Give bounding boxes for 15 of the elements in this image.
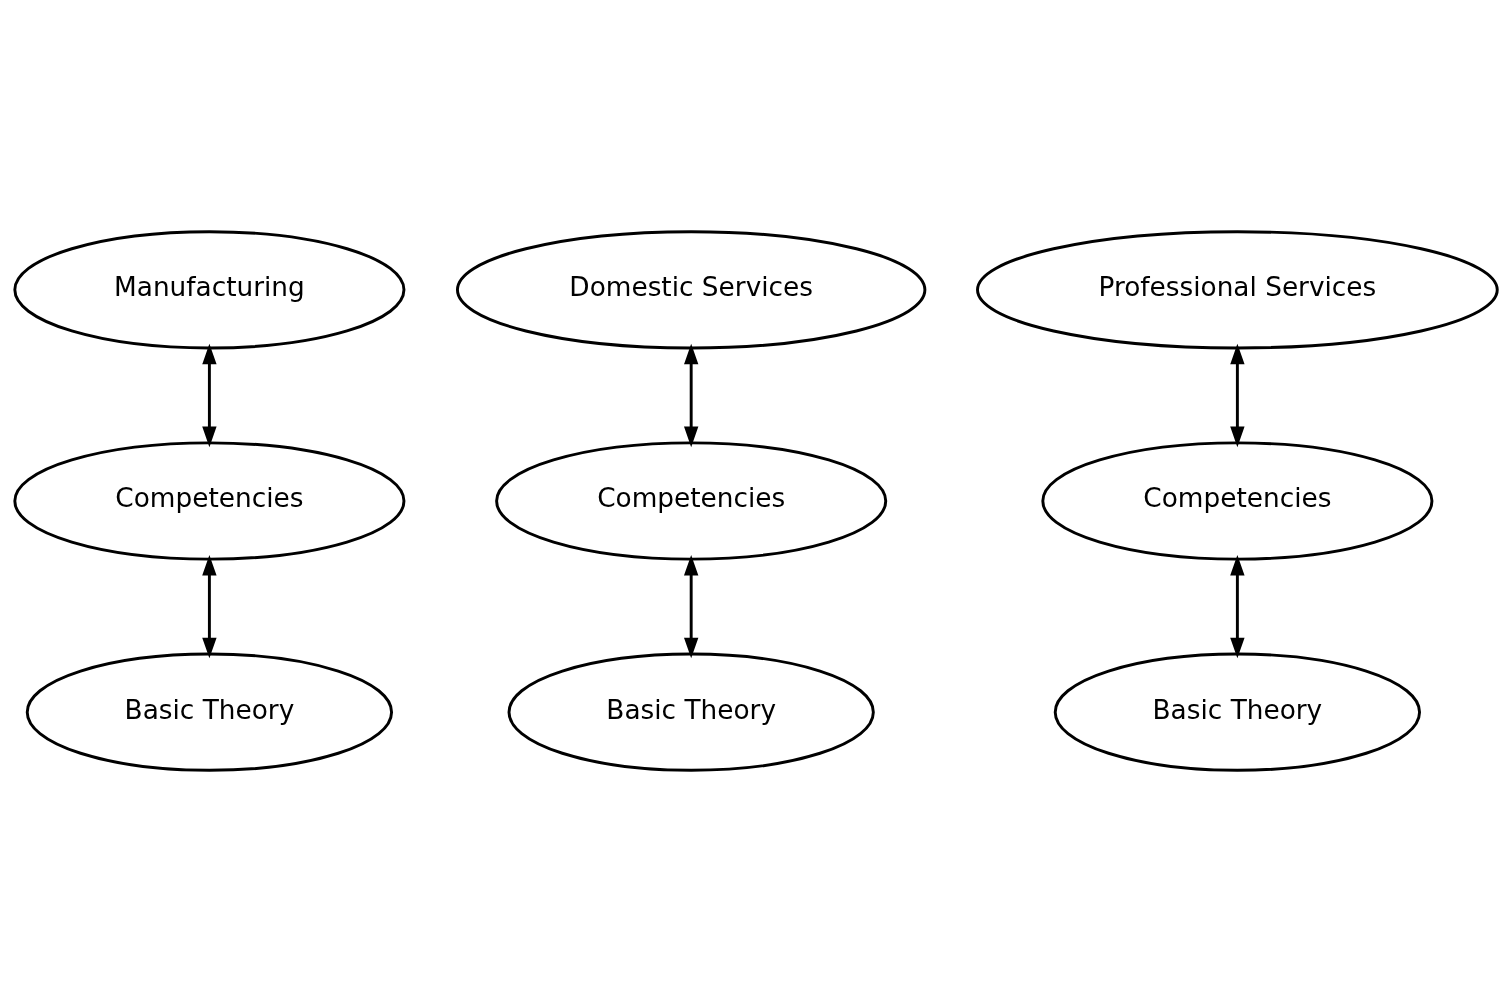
node-ellipse: Competencies	[495, 440, 888, 561]
arrow	[684, 554, 699, 658]
node-ellipse: Basic Theory	[507, 652, 875, 772]
node-ellipse: Professional Services	[976, 229, 1499, 349]
node-ellipse: Basic Theory	[25, 652, 394, 772]
arrow	[1230, 343, 1245, 447]
node-ellipse: Basic Theory	[1053, 652, 1421, 772]
arrow	[684, 343, 699, 447]
node-ellipse: Manufacturing	[13, 229, 406, 349]
node-ellipse: Domestic Services	[456, 229, 927, 349]
arrow	[202, 343, 217, 447]
node-ellipse: Competencies	[13, 440, 406, 561]
node-ellipse: Competencies	[1041, 440, 1434, 561]
arrow	[1230, 554, 1245, 658]
arrow	[202, 554, 217, 658]
